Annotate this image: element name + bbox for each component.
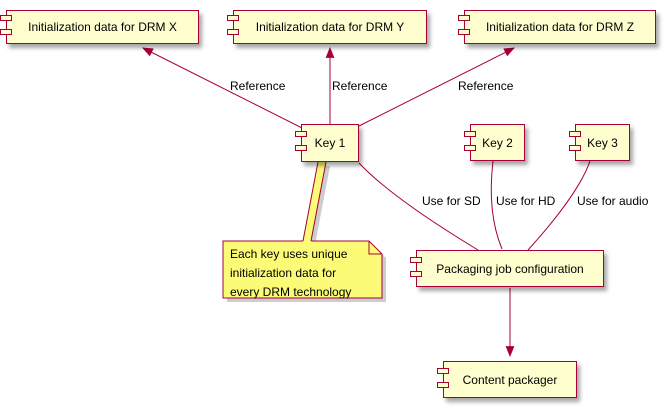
component-label: Initialization data for DRM X [28, 20, 177, 34]
component-label: Key 2 [482, 135, 513, 150]
component-label: Content packager [462, 372, 558, 387]
edge-label-reference-y: Reference [332, 79, 388, 93]
component-port-icon [0, 29, 12, 35]
note-text: Each key uses unique initialization data… [230, 247, 352, 299]
component-port-icon [569, 145, 581, 151]
note-shape [222, 240, 383, 299]
note-connector [303, 162, 326, 242]
component-init-data-drm-x: Initialization data for DRM X [0, 10, 199, 44]
edge-key1-drm-x [142, 47, 303, 129]
note-connector-border [302, 161, 327, 242]
note-fold-icon [368, 241, 382, 255]
component-key-2: Key 2 [464, 124, 525, 161]
component-port-icon [295, 145, 307, 151]
edge-key3-packaging [527, 160, 591, 251]
edge-label-use-for-audio: Use for audio [577, 194, 649, 208]
component-port-icon [437, 382, 449, 388]
component-port-icon [0, 15, 12, 21]
component-label: Initialization data for DRM Y [255, 20, 405, 34]
component-port-icon [410, 257, 422, 263]
edge-label-use-for-sd: Use for SD [422, 194, 481, 208]
edge-key1-drm-z [358, 47, 515, 127]
component-content-packager: Content packager [437, 361, 577, 398]
component-port-icon [227, 15, 239, 21]
component-port-icon [227, 29, 239, 35]
component-port-icon [437, 368, 449, 374]
edge-key2-packaging [490, 160, 503, 250]
edge-key1-packaging [358, 162, 479, 251]
component-init-data-drm-y: Initialization data for DRM Y [227, 10, 427, 44]
component-label: Key 1 [314, 136, 346, 150]
component-key-3: Key 3 [569, 124, 630, 161]
component-port-icon [410, 271, 422, 277]
component-label: Packaging job configuration [436, 261, 584, 276]
edge-label-reference-x: Reference [230, 79, 286, 93]
component-port-icon [464, 131, 476, 137]
component-port-icon [464, 145, 476, 151]
component-port-icon [569, 131, 581, 137]
edge-label-use-for-hd: Use for HD [496, 194, 556, 208]
component-packaging-job-configuration: Packaging job configuration [410, 250, 604, 287]
component-port-icon [458, 15, 470, 21]
component-label: Key 3 [587, 135, 618, 150]
component-label: Initialization data for DRM Z [485, 20, 635, 34]
component-port-icon [458, 29, 470, 35]
component-port-icon [295, 131, 307, 137]
edge-label-reference-z: Reference [458, 79, 514, 93]
component-init-data-drm-z: Initialization data for DRM Z [458, 10, 656, 44]
component-key-1: Key 1 [295, 124, 359, 162]
